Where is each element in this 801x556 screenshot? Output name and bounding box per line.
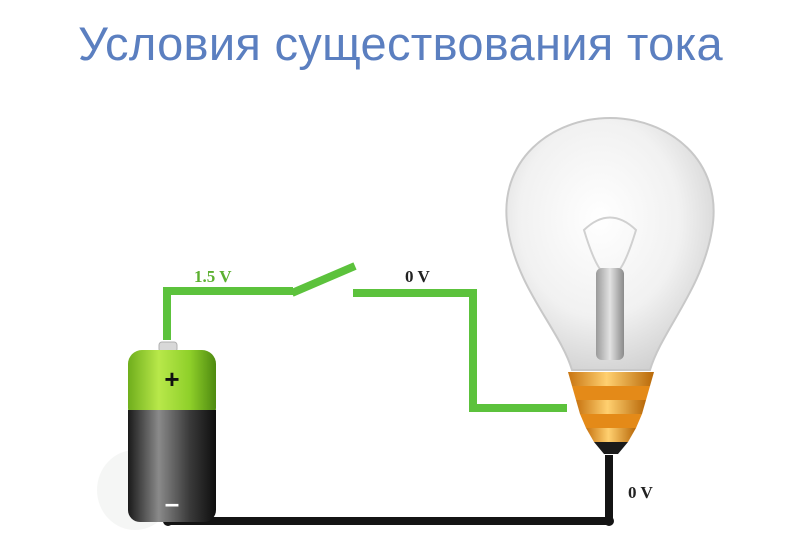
ground-junction-right (604, 516, 614, 526)
bulb-glass (505, 116, 715, 371)
ground-wire (163, 455, 614, 526)
battery-top (128, 350, 216, 422)
bulb-stem (596, 268, 624, 360)
label-battery-voltage: 1.5 V (194, 267, 232, 286)
bulb-contact (594, 442, 628, 454)
bulb-base-ring (568, 372, 654, 386)
label-return-voltage: 0 V (628, 483, 653, 502)
bulb-filament (582, 216, 638, 276)
battery-negative-symbol: – (165, 488, 179, 518)
battery-bottom (128, 410, 216, 522)
battery-positive-symbol: + (164, 364, 179, 394)
live-wire-bulb-segment (353, 289, 567, 412)
label-switch-out-voltage: 0 V (405, 267, 430, 286)
page-title: Условия существования тока (78, 17, 723, 70)
ground-wire-path (168, 455, 613, 525)
live-wire-battery-segment (163, 287, 293, 340)
light-bulb (505, 116, 715, 454)
live-wire (163, 262, 567, 412)
switch-lever[interactable] (290, 262, 357, 297)
battery: + – (97, 341, 216, 530)
